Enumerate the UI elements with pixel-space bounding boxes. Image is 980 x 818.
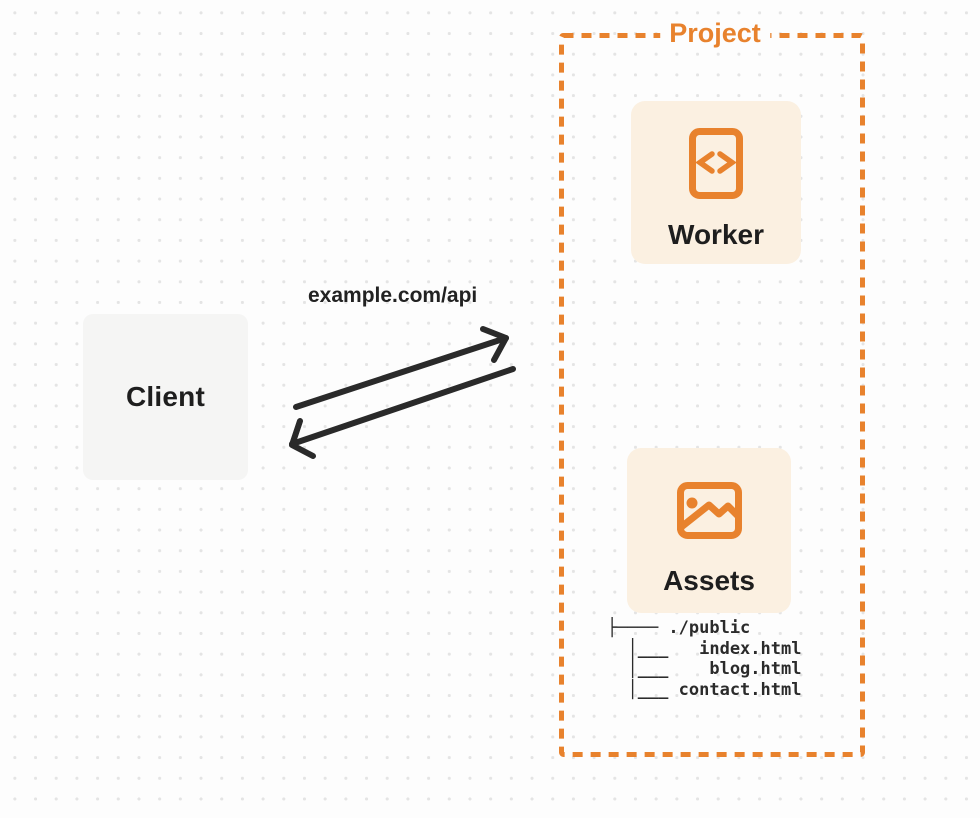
- request-url-label: example.com/api: [308, 284, 478, 307]
- worker-node: Worker: [631, 101, 801, 264]
- worker-label: Worker: [668, 219, 764, 250]
- project-title: Project: [660, 18, 770, 49]
- code-file-icon: [689, 128, 743, 199]
- image-icon: [676, 482, 742, 539]
- response-arrow-head: [289, 418, 316, 459]
- assets-node: Assets: [627, 448, 791, 613]
- client-node: Client: [83, 314, 248, 480]
- client-label: Client: [126, 381, 205, 412]
- file-tree: ├──── ./public │___ index.html │___ blog…: [607, 618, 802, 700]
- request-arrow-line: [293, 335, 509, 410]
- response-arrow-line: [289, 366, 516, 447]
- request-arrow-head: [480, 326, 509, 363]
- assets-label: Assets: [663, 565, 755, 596]
